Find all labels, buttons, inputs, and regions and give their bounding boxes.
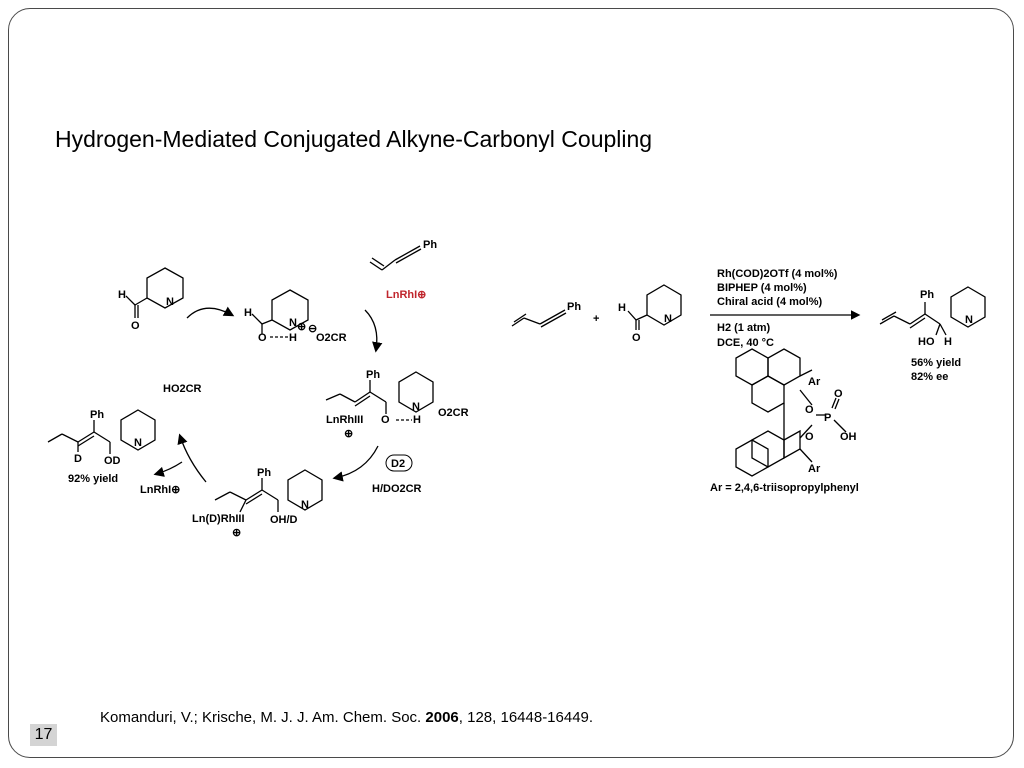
reaction-aldehyde-structure: H O N bbox=[618, 284, 682, 344]
metallacycle-ph-label: Ph bbox=[366, 369, 380, 381]
hdo2cr-label: H/DO2CR bbox=[372, 483, 422, 495]
cycle-arrow-4 bbox=[177, 433, 207, 483]
cycle-arrow-3 bbox=[332, 445, 379, 482]
metallacycle-structure: Ph LnRhIII ⊕ O N H O2CR bbox=[325, 369, 469, 440]
cycle-product-ph-label: Ph bbox=[90, 409, 104, 421]
rh-hydride-plus: ⊕ bbox=[232, 527, 241, 539]
acid-o1-label: O bbox=[805, 404, 814, 416]
metallacycle-rh-label: LnRhIII bbox=[326, 414, 363, 426]
aldehyde-o-label: O bbox=[131, 320, 140, 332]
metallacycle-o-label: O bbox=[381, 414, 390, 426]
chiral-acid-structure: Ar Ar O O O P OH Ar = 2,4,6-triisopropyl… bbox=[710, 348, 859, 494]
rh-hydride-n-label: N bbox=[301, 499, 309, 511]
reaction-yield: 56% yield bbox=[911, 357, 961, 369]
release-arrow bbox=[153, 461, 183, 477]
complex1-minus: ⊖ bbox=[308, 323, 317, 335]
enyne-structure: Ph bbox=[369, 239, 437, 271]
condition-5: DCE, 40 °C bbox=[717, 337, 774, 349]
reaction-aldehyde-o-label: O bbox=[632, 332, 641, 344]
reaction-ee: 82% ee bbox=[911, 371, 948, 383]
metallacycle-h-label: H bbox=[413, 414, 421, 426]
cycle-arrow-2 bbox=[364, 309, 383, 353]
acid-ar-definition: Ar = 2,4,6-triisopropylphenyl bbox=[710, 482, 859, 494]
cycle-product-yield: 92% yield bbox=[68, 473, 118, 485]
citation-rest: , 128, 16448-16449. bbox=[458, 709, 594, 726]
enyne-ph-label: Ph bbox=[423, 239, 437, 251]
complex1-structure: H O H N ⊕ ⊖ O2CR bbox=[244, 289, 347, 344]
aldehyde-h-label: H bbox=[118, 289, 126, 301]
complex1-h-label: H bbox=[244, 307, 252, 319]
reaction-plus: + bbox=[593, 313, 599, 325]
aldehyde-structure: H O N bbox=[118, 267, 184, 332]
condition-2: BIPHEP (4 mol%) bbox=[717, 282, 807, 294]
cycle-product-d-label: D bbox=[74, 453, 82, 465]
acid-oh-label: OH bbox=[840, 431, 857, 443]
metallacycle-acid-label: O2CR bbox=[438, 407, 469, 419]
reaction-enyne-structure: Ph bbox=[511, 301, 581, 328]
reaction-enyne-ph-label: Ph bbox=[567, 301, 581, 313]
complex1-o-label: O bbox=[258, 332, 267, 344]
condition-1: Rh(COD)2OTf (4 mol%) bbox=[717, 268, 838, 280]
rh-hydride-structure: Ph Ln(D)RhIII ⊕ OH/D N bbox=[192, 467, 323, 539]
complex1-acid-label: O2CR bbox=[316, 332, 347, 344]
reaction-aldehyde-n-label: N bbox=[664, 313, 672, 325]
reaction-product-ho-label: HO bbox=[918, 336, 935, 348]
d2-label: D2 bbox=[391, 458, 405, 470]
pyridine-n-label: N bbox=[166, 296, 174, 308]
reaction-product-h-label: H bbox=[944, 336, 952, 348]
rh-hydride-rh-label: Ln(D)RhIII bbox=[192, 513, 245, 525]
slide-title: Hydrogen-Mediated Conjugated Alkyne-Carb… bbox=[55, 126, 653, 152]
citation: Komanduri, V.; Krische, M. J. J. Am. Che… bbox=[100, 709, 593, 726]
reaction-aldehyde-h-label: H bbox=[618, 302, 626, 314]
rh-hydride-oh-label: OH/D bbox=[270, 514, 298, 526]
reaction-product-structure: Ph HO H N 56% yield 82% ee bbox=[879, 286, 986, 383]
cycle-product-n-label: N bbox=[134, 437, 142, 449]
slide-number: 17 bbox=[30, 724, 57, 746]
ho2cr-label: HO2CR bbox=[163, 383, 202, 395]
cycle-arrow-1 bbox=[186, 306, 235, 319]
complex1-h2-label: H bbox=[289, 332, 297, 344]
cycle-product-od-label: OD bbox=[104, 455, 121, 467]
catalyst-label: LnRhI⊕ bbox=[386, 289, 426, 301]
metallacycle-n-label: N bbox=[412, 401, 420, 413]
slide-frame bbox=[8, 8, 1014, 758]
reaction-product-n-label: N bbox=[965, 314, 973, 326]
rh-hydride-ph-label: Ph bbox=[257, 467, 271, 479]
citation-year: 2006 bbox=[425, 709, 459, 726]
metallacycle-plus: ⊕ bbox=[344, 428, 353, 440]
acid-o2-label: O bbox=[805, 431, 814, 443]
acid-ar2-label: Ar bbox=[808, 463, 821, 475]
complex1-n-label: N bbox=[289, 317, 297, 329]
acid-o3-label: O bbox=[834, 388, 843, 400]
reaction-product-ph-label: Ph bbox=[920, 289, 934, 301]
condition-3: Chiral acid (4 mol%) bbox=[717, 296, 822, 308]
cycle-product-structure: Ph D OD N 92% yield bbox=[47, 409, 156, 485]
condition-4: H2 (1 atm) bbox=[717, 322, 771, 334]
complex1-plus: ⊕ bbox=[297, 321, 306, 333]
acid-ar1-label: Ar bbox=[808, 376, 821, 388]
citation-authors: Komanduri, V.; Krische, M. J. J. Am. Che… bbox=[100, 709, 426, 726]
acid-p-label: P bbox=[824, 412, 831, 424]
release-catalyst-label: LnRhI⊕ bbox=[140, 484, 180, 496]
